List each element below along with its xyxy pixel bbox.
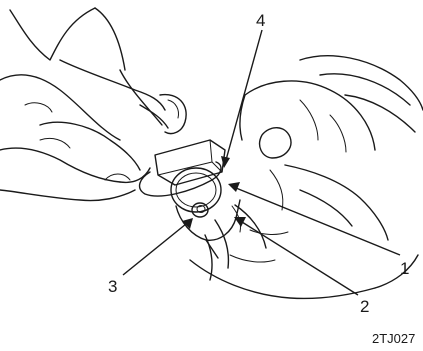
callout-label-2: 2 (360, 297, 369, 316)
callout-2-leader (242, 222, 358, 295)
callout-label-3: 3 (108, 277, 117, 296)
callout-4-leader (226, 30, 262, 160)
callout-label-4: 4 (256, 11, 265, 30)
callout-1-arrowhead (228, 182, 240, 192)
callout-3-leader (123, 224, 186, 275)
figure-code: 2TJ027 (372, 331, 415, 346)
left-hand-drawing (0, 8, 186, 201)
callout-label-1: 1 (400, 259, 409, 278)
callout-2-arrowhead (234, 217, 246, 227)
